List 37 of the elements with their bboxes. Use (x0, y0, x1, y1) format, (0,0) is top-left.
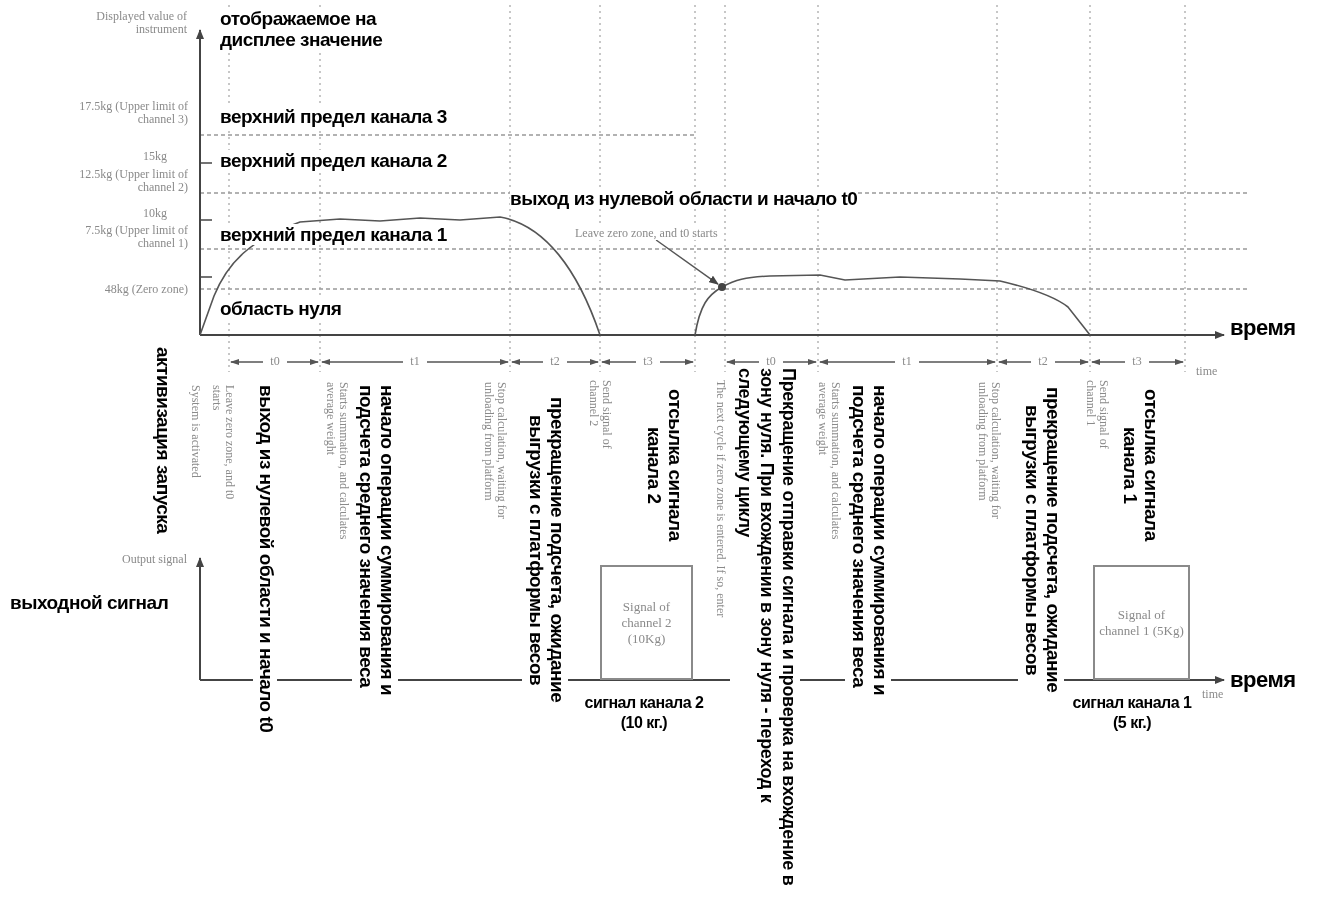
annotation: верхний предел канала 2 (220, 150, 447, 171)
annotation: верхний предел канала 1 (220, 224, 447, 245)
interval-label: t3 (636, 355, 660, 368)
tick-label: 17.5kg (Upper limit of channel 3) (78, 100, 188, 126)
axis-title: Output signal (121, 553, 187, 566)
annotation: Send signal of channel 1 (1083, 380, 1110, 451)
annotation: область нуля (220, 298, 342, 319)
interval-label: t0 (759, 355, 783, 368)
axis-label: time (1202, 688, 1224, 701)
axis-label: time (1196, 365, 1218, 378)
annotation: Leave zero zone, and t0 starts (575, 226, 718, 240)
axis-title: выходной сигнал (10, 592, 169, 613)
tick-label: 10kg (142, 207, 168, 220)
annotation: Starts summation, and calculates average weight (323, 382, 350, 542)
annotation: Stop calculation, waiting for unloading from platform (481, 382, 508, 521)
interval-label: t0 (263, 355, 287, 368)
annotation: Stop calculation, waiting for unloading from platform (975, 382, 1002, 521)
annotation: Starts summation, and calculates average weight (815, 382, 842, 542)
interval-label: t3 (1125, 355, 1149, 368)
tick-label: 12.5kg (Upper limit of channel 2) (78, 168, 188, 194)
signal-box: Signal of channel 2 (10Kg) (600, 565, 693, 680)
interval-label: t1 (403, 355, 427, 368)
tick-label: 15kg (142, 150, 168, 163)
annotation: верхний предел канала 3 (220, 106, 447, 127)
axis-title: Displayed value of instrument (95, 10, 187, 36)
annotation: Send signal of channel 2 (586, 380, 613, 451)
tick-label: 7.5kg (Upper limit of channel 1) (84, 224, 188, 250)
annotation: System is activated (188, 385, 202, 480)
annotation: Leave zero zone, and t0 starts (209, 385, 236, 502)
signal-box: Signal of channel 1 (5Kg) (1093, 565, 1190, 680)
tick-label: 48kg (Zero zone) (103, 283, 188, 296)
node-label: выход из нулевой области и начало t0 (510, 188, 858, 209)
annotation: The next cycle if zero zone is entered. If so, enter (713, 380, 727, 620)
interval-label: t2 (543, 355, 567, 368)
interval-label: t1 (895, 355, 919, 368)
leader-line (655, 239, 719, 285)
curve-point (718, 283, 726, 291)
